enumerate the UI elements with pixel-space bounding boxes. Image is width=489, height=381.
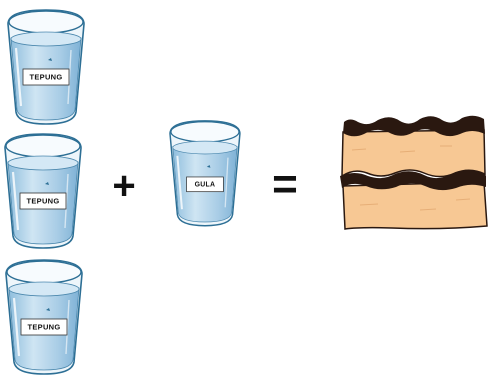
glass-tepung-2: TEPUNG: [5, 134, 81, 248]
glass-of-flour-icon: [5, 134, 81, 248]
glass-of-flour-icon: [6, 260, 82, 374]
plus-sign: +: [112, 164, 135, 208]
glass-label: TEPUNG: [26, 196, 59, 205]
glass-of-sugar-icon: [170, 121, 240, 226]
glass-label: GULA: [195, 182, 216, 189]
equals-sign: =: [272, 160, 298, 209]
glass-label: TEPUNG: [29, 72, 62, 81]
glass-gula: GULA: [170, 121, 240, 226]
glass-label: TEPUNG: [27, 322, 60, 331]
glass-tepung-1: TEPUNG: [8, 10, 84, 124]
glass-tepung-3: TEPUNG: [6, 260, 82, 374]
layer-cake-icon: [340, 116, 487, 229]
glass-of-flour-icon: [8, 10, 84, 124]
